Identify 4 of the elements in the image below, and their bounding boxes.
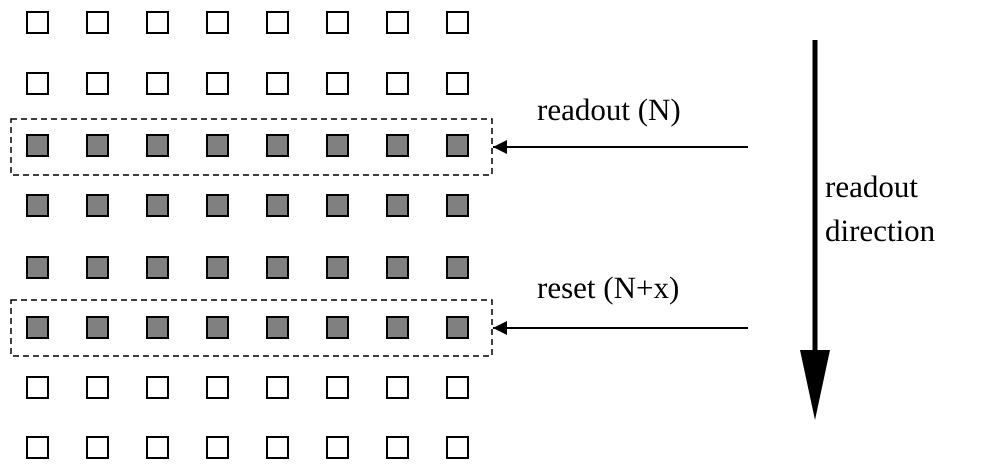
arrow (493, 140, 748, 154)
arrow (493, 321, 748, 335)
dashed-row-frame (10, 118, 493, 176)
dashed-row-frame (10, 299, 493, 357)
